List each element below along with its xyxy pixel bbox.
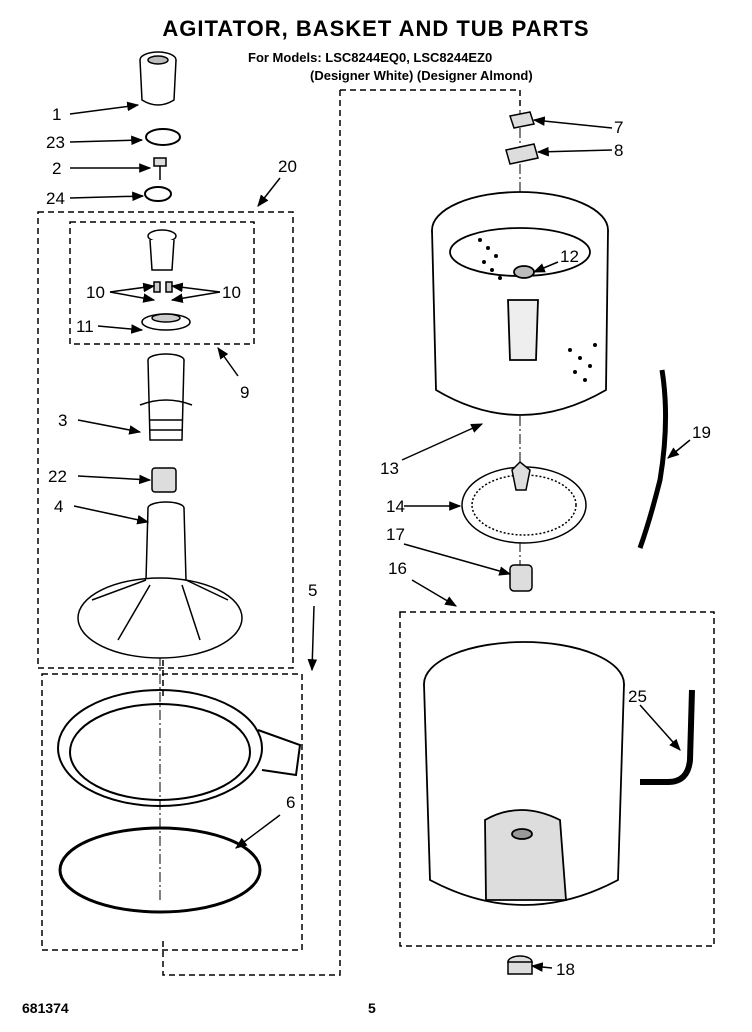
callout-18: 18 bbox=[556, 960, 575, 979]
group-box-5 bbox=[41, 673, 303, 951]
part-9-cam-assembly bbox=[141, 229, 191, 331]
part-4-agitator-base bbox=[77, 501, 243, 659]
callout-labels: 1 23 2 24 20 10 10 11 9 3 22 4 5 6 7 8 1… bbox=[46, 105, 711, 979]
part-18-nut bbox=[507, 955, 533, 975]
callout-23: 23 bbox=[46, 133, 65, 152]
group-box-9 bbox=[69, 221, 255, 345]
callout-8: 8 bbox=[614, 141, 623, 160]
callout-16: 16 bbox=[388, 559, 407, 578]
part-3-barrel bbox=[139, 353, 193, 441]
group-box-20 bbox=[37, 211, 294, 669]
callout-9: 9 bbox=[240, 383, 249, 402]
callout-22: 22 bbox=[48, 467, 67, 486]
callout-5: 5 bbox=[308, 581, 317, 600]
part-8-nut bbox=[505, 143, 539, 165]
callout-25: 25 bbox=[628, 687, 647, 706]
page-title: AGITATOR, BASKET AND TUB PARTS bbox=[162, 16, 590, 41]
basket-holes bbox=[478, 238, 597, 382]
part-7-clip bbox=[509, 111, 535, 129]
callout-6: 6 bbox=[286, 793, 295, 812]
part-2-bolt bbox=[153, 157, 167, 180]
callout-1: 1 bbox=[52, 105, 61, 124]
callout-14: 14 bbox=[386, 497, 405, 516]
callout-10-right: 10 bbox=[222, 283, 241, 302]
part-25-hose bbox=[640, 689, 695, 785]
part-22-coupling bbox=[151, 467, 177, 493]
document-code: 681374 bbox=[22, 1000, 69, 1016]
callout-17: 17 bbox=[386, 525, 405, 544]
page-number: 5 bbox=[368, 1000, 376, 1016]
assembly-link-line bbox=[162, 90, 341, 976]
callout-12: 12 bbox=[560, 247, 579, 266]
part-24-washer bbox=[144, 186, 172, 202]
callout-13: 13 bbox=[380, 459, 399, 478]
callout-19: 19 bbox=[692, 423, 711, 442]
part-13-basket bbox=[431, 191, 609, 416]
callout-3: 3 bbox=[58, 411, 67, 430]
part-16-tub bbox=[423, 641, 625, 906]
variants-line: (Designer White) (Designer Almond) bbox=[310, 68, 533, 83]
part-5-tub-ring bbox=[57, 689, 302, 807]
callout-24: 24 bbox=[46, 189, 65, 208]
models-line: For Models: LSC8244EQ0, LSC8244EZ0 bbox=[248, 50, 493, 65]
callout-11: 11 bbox=[76, 317, 94, 336]
part-23-ring bbox=[145, 128, 181, 146]
callout-10-left: 10 bbox=[86, 283, 105, 302]
part-17-seal bbox=[509, 564, 533, 592]
callout-20: 20 bbox=[278, 157, 297, 176]
group-box-16 bbox=[399, 611, 715, 947]
callout-4: 4 bbox=[54, 497, 63, 516]
callout-2: 2 bbox=[52, 159, 61, 178]
part-1-cap bbox=[139, 51, 177, 106]
part-6-gasket bbox=[58, 826, 262, 914]
part-19-hose bbox=[637, 369, 669, 549]
callout-7: 7 bbox=[614, 118, 623, 137]
part-14-hub bbox=[461, 460, 587, 544]
